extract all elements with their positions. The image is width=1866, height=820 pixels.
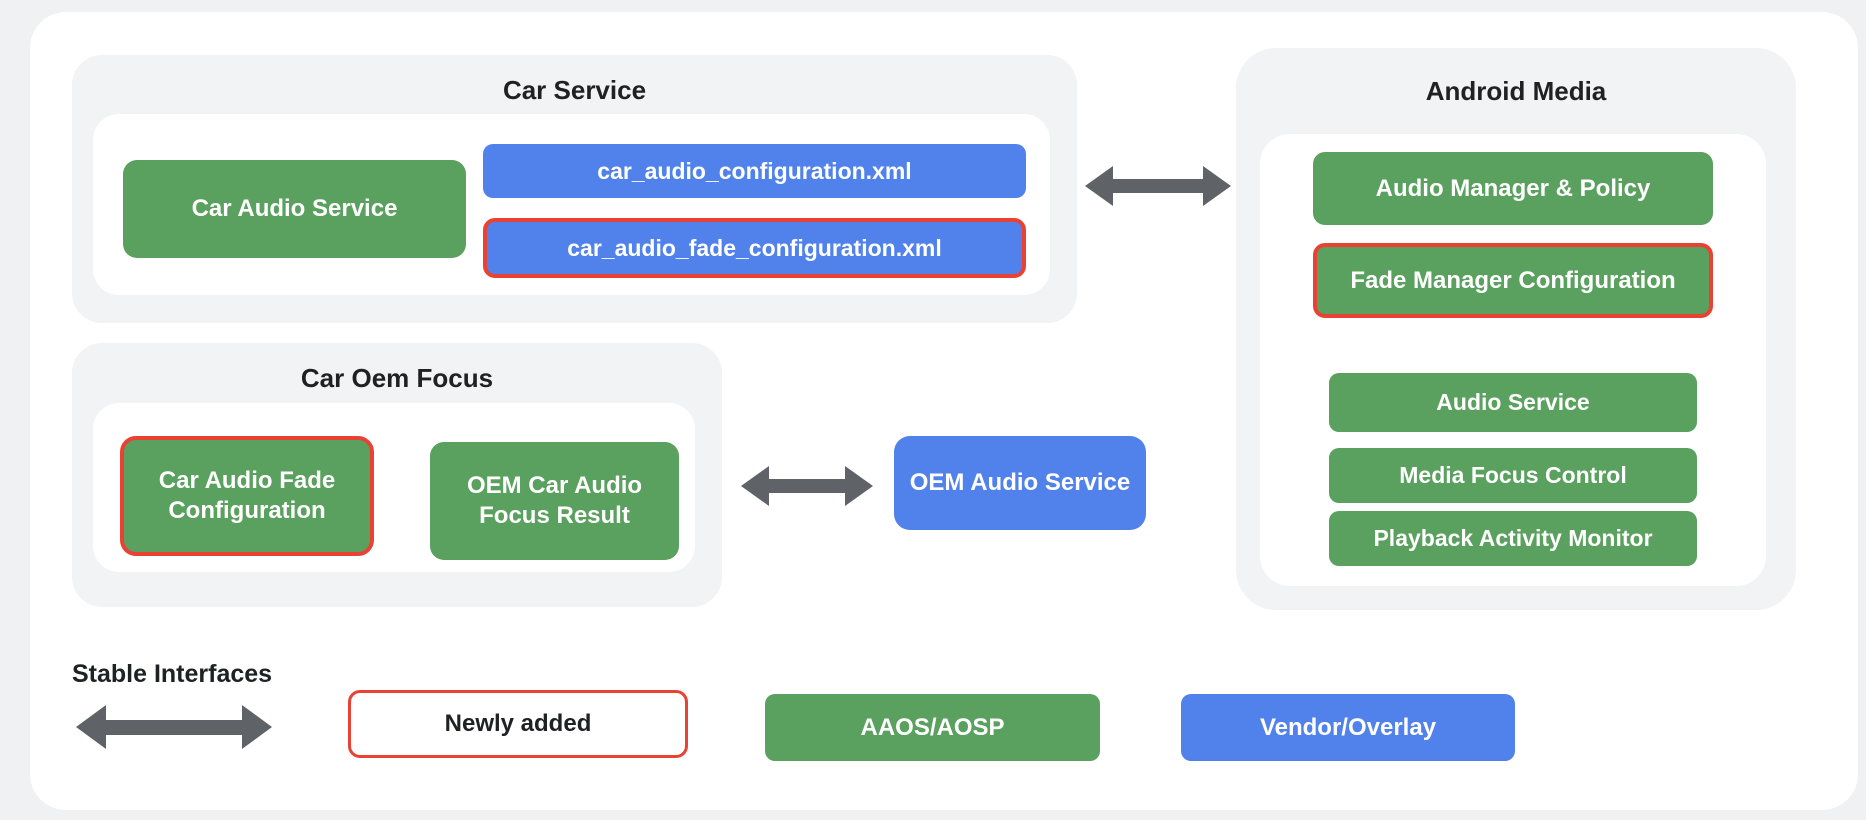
- arrow-shaft: [1113, 179, 1203, 193]
- car-service-inner-panel: Car Audio Service car_audio_configuratio…: [93, 114, 1050, 295]
- car-oem-focus-oem-audio-service-arrow-icon: [741, 466, 873, 506]
- car-oem-focus-title: Car Oem Focus: [300, 363, 494, 393]
- car-audio-fade-configuration-box: Car Audio Fade Configuration: [120, 436, 374, 556]
- playback-activity-monitor-box: Playback Activity Monitor: [1329, 511, 1697, 566]
- arrow-head-right-icon: [845, 466, 873, 506]
- audio-manager-policy-box: Audio Manager & Policy: [1313, 152, 1713, 225]
- arrow-head-right-icon: [1203, 166, 1231, 206]
- stable-interfaces-arrow-icon: [76, 705, 272, 749]
- legend-newly-added: Newly added: [348, 690, 688, 758]
- legend-aaos-aosp: AAOS/AOSP: [765, 694, 1100, 761]
- stable-interfaces-label: Stable Interfaces: [72, 660, 273, 688]
- arrow-head-left-icon: [1085, 166, 1113, 206]
- arrow-shaft: [106, 719, 242, 735]
- android-media-title: Android Media: [1425, 76, 1607, 106]
- arrow-head-left-icon: [76, 705, 106, 749]
- arrow-head-left-icon: [741, 466, 769, 506]
- legend-vendor-overlay: Vendor/Overlay: [1181, 694, 1515, 761]
- arrow-shaft: [769, 479, 845, 493]
- media-focus-control-box: Media Focus Control: [1329, 448, 1697, 503]
- oem-car-audio-focus-result-box: OEM Car Audio Focus Result: [430, 442, 679, 560]
- car-audio-fade-configuration-xml-box: car_audio_fade_configuration.xml: [483, 218, 1026, 278]
- oem-audio-service-box: OEM Audio Service: [894, 436, 1146, 530]
- arrow-head-right-icon: [242, 705, 272, 749]
- car-oem-focus-group: Car Oem Focus Car Audio Fade Configurati…: [72, 343, 722, 607]
- audio-service-box: Audio Service: [1329, 373, 1697, 432]
- car-service-android-media-arrow-icon: [1085, 166, 1231, 206]
- fade-manager-configuration-box: Fade Manager Configuration: [1313, 243, 1713, 318]
- car-audio-service-box: Car Audio Service: [123, 160, 466, 258]
- car-audio-configuration-xml-box: car_audio_configuration.xml: [483, 144, 1026, 198]
- android-media-inner-panel: Audio Manager & Policy Fade Manager Conf…: [1260, 134, 1766, 586]
- car-service-group: Car Service Car Audio Service car_audio_…: [72, 55, 1077, 323]
- car-service-title: Car Service: [502, 75, 647, 105]
- car-oem-focus-inner-panel: Car Audio Fade Configuration OEM Car Aud…: [93, 403, 695, 572]
- android-media-group: Android Media Audio Manager & Policy Fad…: [1236, 48, 1796, 610]
